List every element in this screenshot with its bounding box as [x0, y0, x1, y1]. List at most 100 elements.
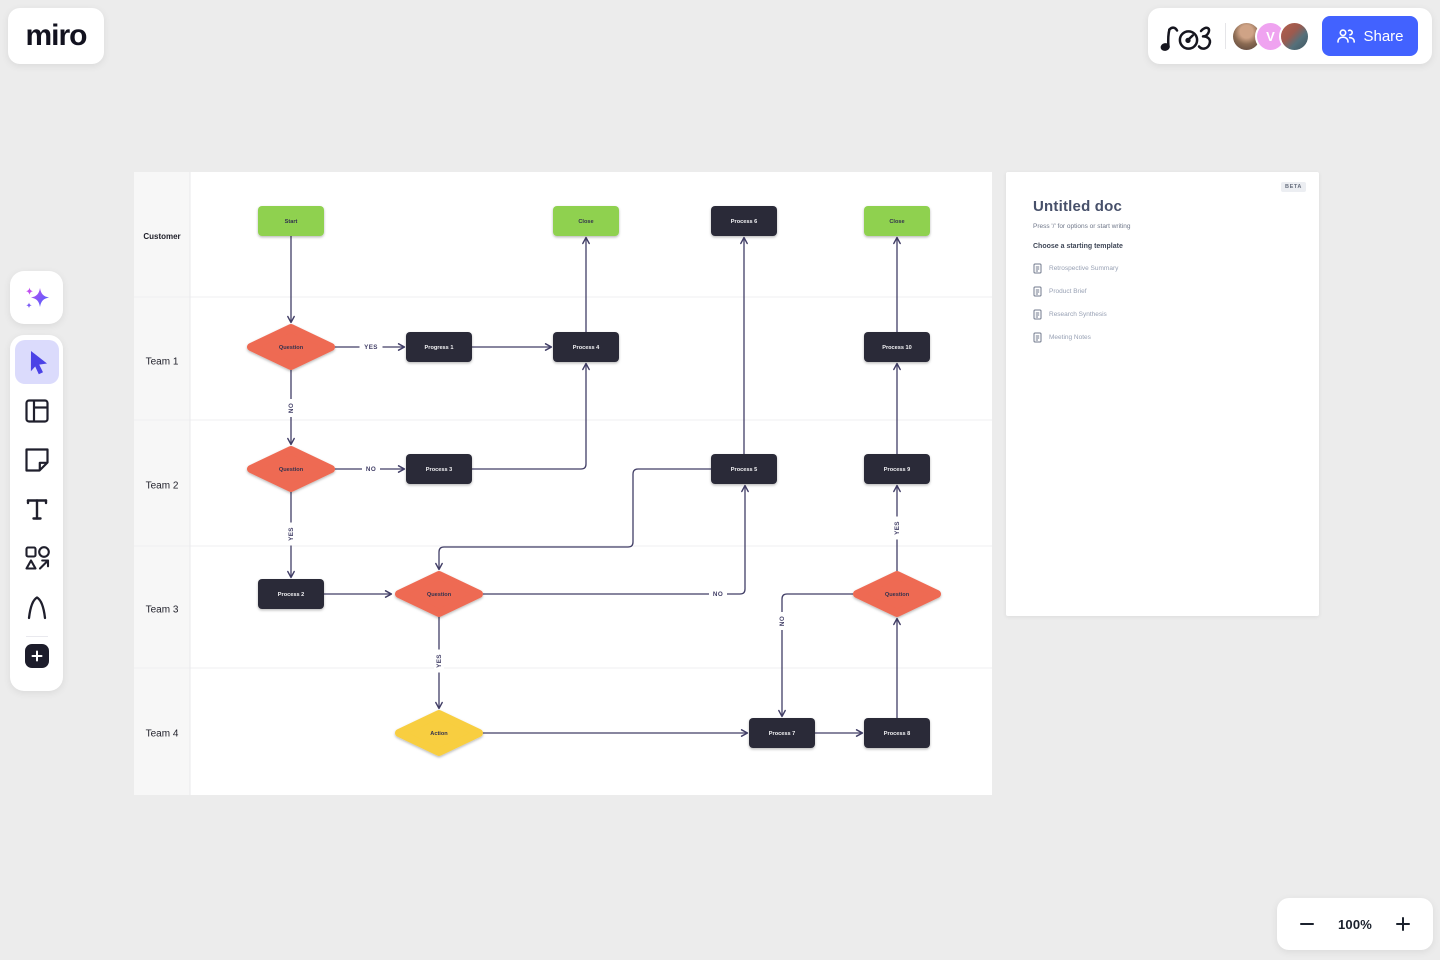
- plus-icon: [1395, 916, 1411, 932]
- template-option-label: Retrospective Summary: [1049, 265, 1119, 272]
- document-icon: [1033, 309, 1042, 320]
- flow-node-close2[interactable]: Close: [864, 206, 930, 236]
- text-icon: [21, 493, 53, 525]
- flow-node-label: Process 7: [769, 731, 795, 737]
- flow-node-proc10[interactable]: Process 10: [864, 332, 930, 362]
- zoom-in-button[interactable]: [1389, 910, 1417, 938]
- minus-icon: [1299, 916, 1315, 932]
- flow-node-proc2[interactable]: Process 2: [258, 579, 324, 609]
- flow-connector[interactable]: [778, 593, 854, 718]
- flow-node-proc3[interactable]: Process 3: [406, 454, 472, 484]
- svg-text:YES: YES: [436, 654, 443, 668]
- beta-badge: BETA: [1281, 182, 1306, 192]
- doc-title[interactable]: Untitled doc: [1033, 198, 1123, 215]
- toolbar: [10, 335, 63, 691]
- flow-node-quest1[interactable]: Question: [247, 324, 335, 370]
- flow-node-action[interactable]: Action: [395, 710, 483, 756]
- svg-text:NO: NO: [366, 466, 376, 473]
- avatar[interactable]: [1233, 22, 1260, 50]
- doc-panel: BETA Untitled doc Press '/' for options …: [1006, 172, 1319, 616]
- flow-node-label: Process 2: [278, 592, 304, 598]
- templates-heading: Choose a starting template: [1033, 243, 1123, 250]
- sticky-note-icon: [21, 444, 53, 476]
- document-icon: [1033, 263, 1042, 274]
- share-button[interactable]: Share: [1322, 16, 1418, 56]
- connector-label: NO: [286, 399, 296, 417]
- flow-node-proc7[interactable]: Process 7: [749, 718, 815, 748]
- flow-connector[interactable]: [482, 484, 749, 595]
- template-option-label: Research Synthesis: [1049, 311, 1107, 318]
- lane-label[interactable]: Team 3: [146, 605, 179, 616]
- flow-node-close1[interactable]: Close: [553, 206, 619, 236]
- flow-node-start[interactable]: Start: [258, 206, 324, 236]
- connector-label: YES: [434, 649, 444, 673]
- templates-tool-button[interactable]: [15, 389, 59, 433]
- connector-label: NO: [362, 464, 380, 474]
- connector-label: YES: [286, 522, 296, 546]
- connector-label: NO: [709, 589, 727, 599]
- template-option-research-synthesis[interactable]: Research Synthesis: [1033, 309, 1305, 320]
- zoom-out-button[interactable]: [1293, 910, 1321, 938]
- flow-node-quest2[interactable]: Question: [247, 446, 335, 492]
- flow-node-proc5[interactable]: Process 5: [711, 454, 777, 484]
- lane-label[interactable]: Team 1: [146, 357, 179, 368]
- select-tool-button[interactable]: [14, 340, 59, 384]
- connector-label: YES: [892, 516, 902, 540]
- connector-label: NO: [777, 612, 787, 630]
- flow-node-proc9[interactable]: Process 9: [864, 454, 930, 484]
- topbar-divider: [1225, 23, 1226, 49]
- lane-label-column: [134, 172, 190, 795]
- sticky-note-tool-button[interactable]: [15, 438, 59, 482]
- shapes-icon: [21, 542, 53, 574]
- svg-text:NO: NO: [779, 616, 786, 626]
- avatar[interactable]: [1281, 22, 1308, 50]
- shapes-tool-button[interactable]: [15, 536, 59, 580]
- select-cursor-icon: [21, 346, 53, 378]
- zoom-level[interactable]: 100%: [1337, 916, 1373, 932]
- pen-tool-button[interactable]: [15, 585, 59, 629]
- svg-text:NO: NO: [288, 403, 295, 413]
- avatar-v[interactable]: V: [1257, 22, 1284, 50]
- flow-node-label: Question: [279, 467, 304, 473]
- sparkles-ai-icon: [20, 281, 54, 315]
- svg-text:NO: NO: [713, 591, 723, 598]
- flow-node-proc8[interactable]: Process 8: [864, 718, 930, 748]
- miro-logo-text: miro: [25, 19, 87, 52]
- flow-node-label: Process 8: [884, 731, 910, 737]
- svg-text:YES: YES: [288, 527, 295, 541]
- flow-node-quest3[interactable]: Question: [395, 571, 483, 617]
- flow-node-prog1[interactable]: Progress 1: [406, 332, 472, 362]
- template-option-label: Meeting Notes: [1049, 334, 1091, 341]
- flow-node-label: Process 4: [573, 345, 600, 351]
- doc-hint: Press '/' for options or start writing: [1033, 223, 1131, 230]
- flow-node-label: Progress 1: [425, 345, 454, 351]
- collaborator-avatars: V: [1233, 22, 1308, 50]
- flow-node-proc4[interactable]: Process 4: [553, 332, 619, 362]
- flow-node-label: Question: [279, 345, 304, 351]
- add-tools-button[interactable]: [24, 644, 49, 668]
- flow-node-proc6[interactable]: Process 6: [711, 206, 777, 236]
- template-option-product-brief[interactable]: Product Brief: [1033, 286, 1305, 297]
- flow-node-label: Process 10: [882, 345, 912, 351]
- ai-assistant-button[interactable]: [10, 271, 63, 324]
- text-tool-button[interactable]: [15, 487, 59, 531]
- template-option-retrospective-summary[interactable]: Retrospective Summary: [1033, 263, 1305, 274]
- zoom-controls: 100%: [1277, 898, 1433, 950]
- flow-node-label: Action: [430, 731, 448, 737]
- plus-icon: [31, 650, 43, 662]
- flow-connector[interactable]: [471, 362, 590, 470]
- lane-label[interactable]: Team 4: [146, 729, 179, 740]
- miro-logo[interactable]: miro: [8, 8, 104, 64]
- flow-node-label: Close: [578, 219, 593, 225]
- flow-node-quest4[interactable]: Question: [853, 571, 941, 617]
- lane-label[interactable]: Team 2: [146, 481, 179, 492]
- toolbar-divider: [25, 636, 48, 637]
- svg-text:YES: YES: [894, 521, 901, 535]
- flow-node-label: Process 9: [884, 467, 910, 473]
- template-option-meeting-notes[interactable]: Meeting Notes: [1033, 332, 1305, 343]
- music-doodle-icon[interactable]: [1158, 17, 1216, 55]
- document-icon: [1033, 286, 1042, 297]
- flow-connector[interactable]: [435, 468, 712, 571]
- lane-label[interactable]: Customer: [143, 232, 180, 241]
